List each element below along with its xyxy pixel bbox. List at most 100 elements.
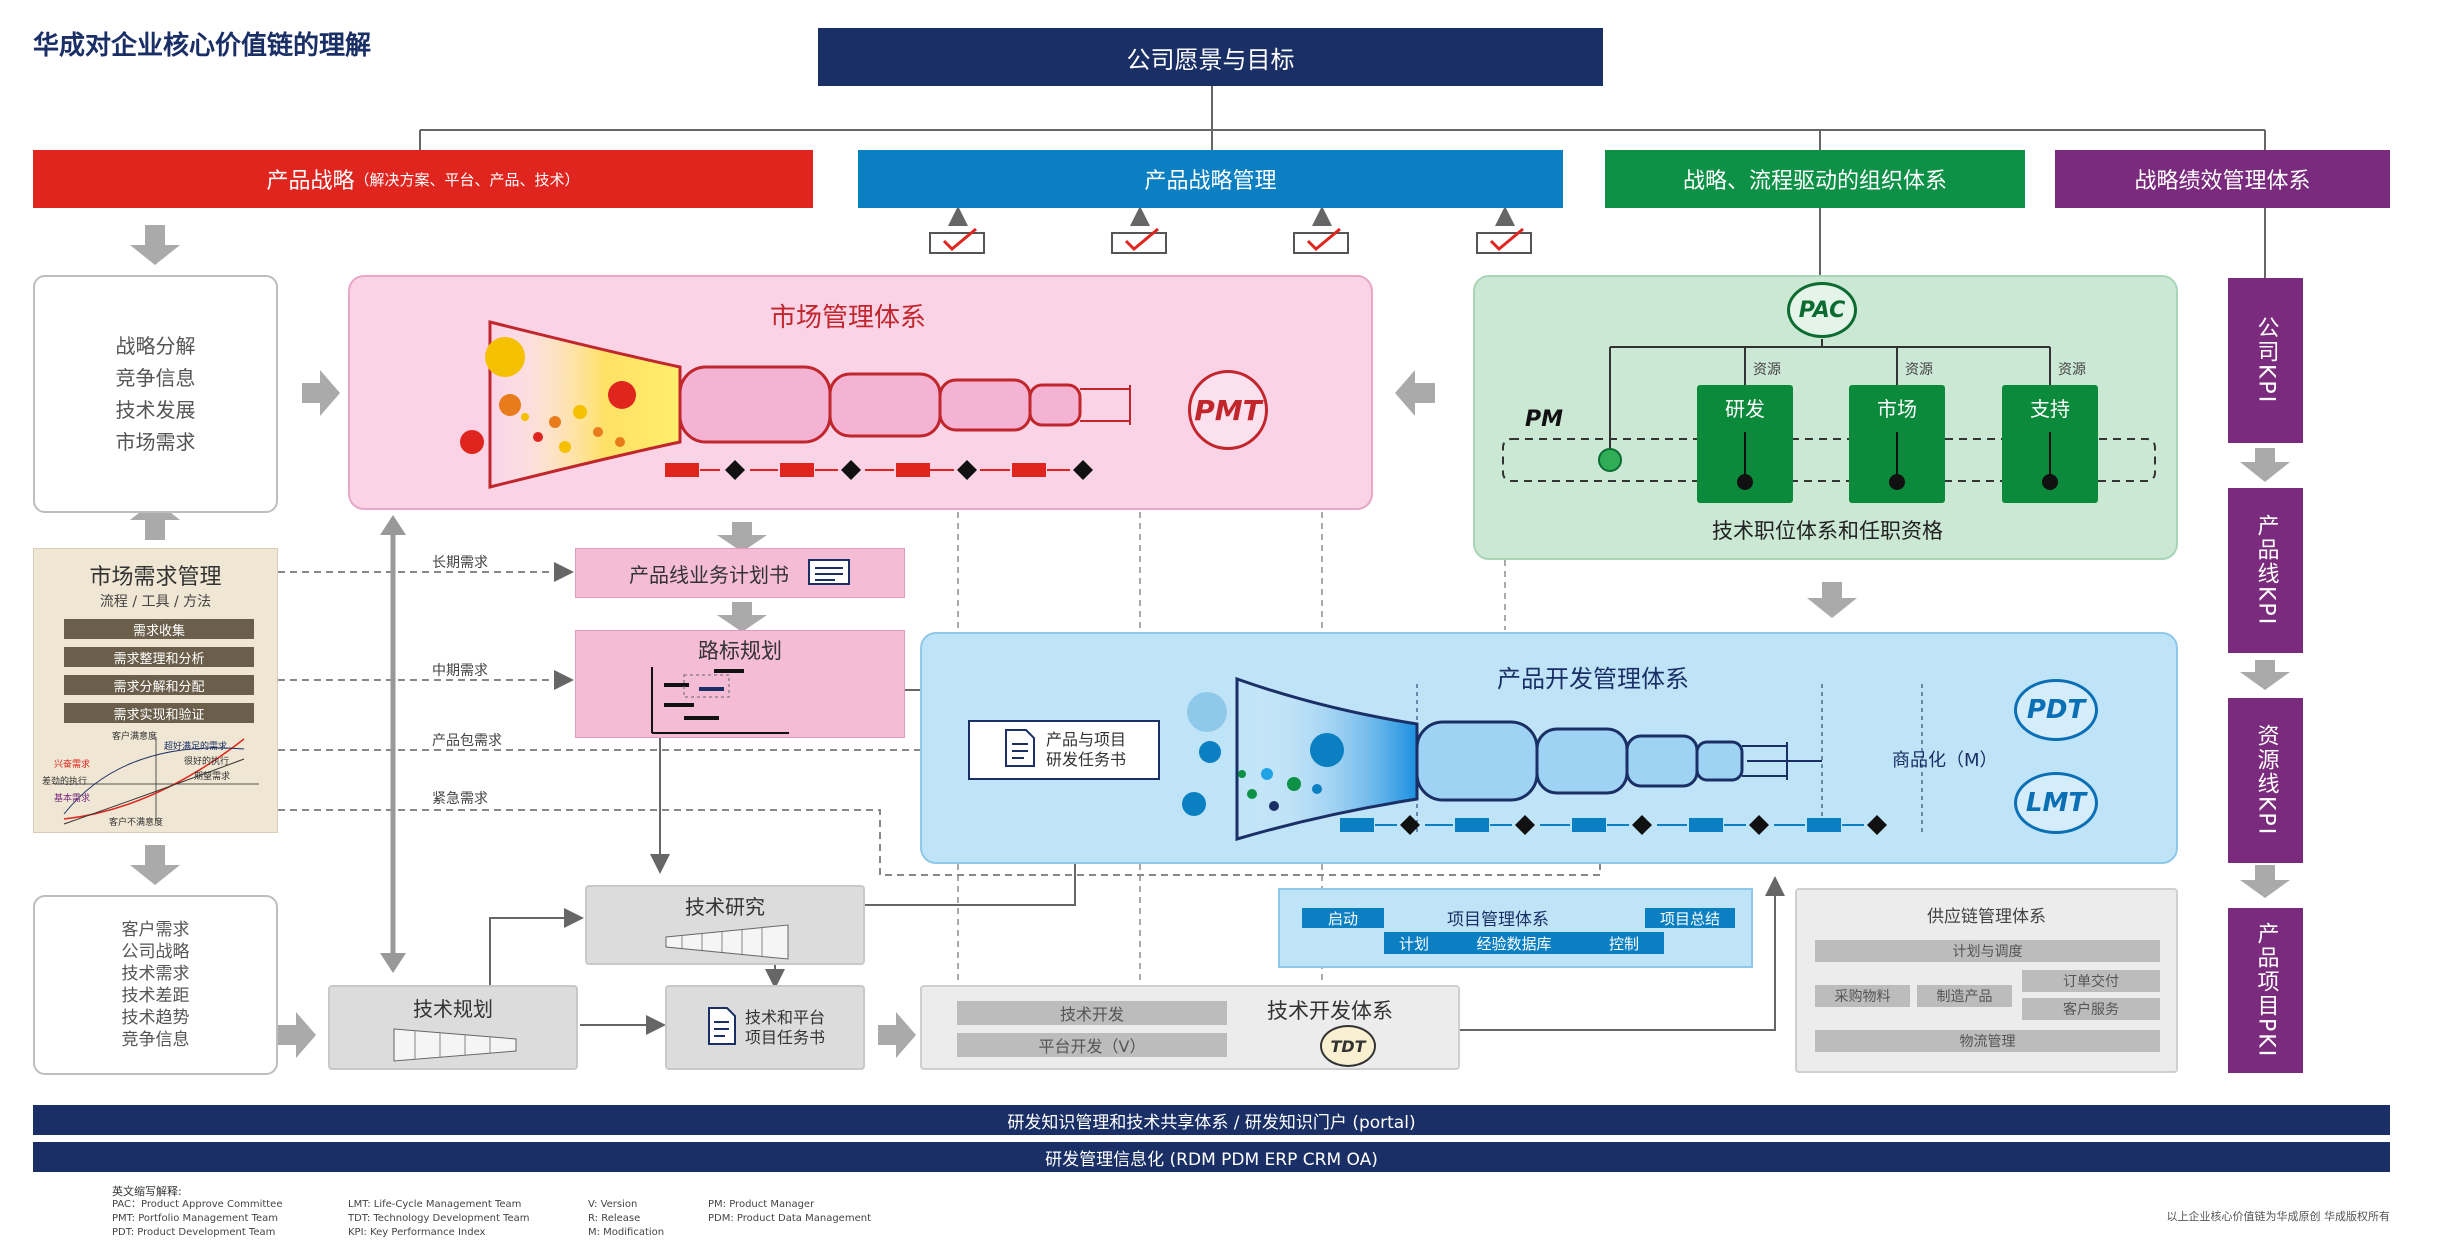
- glossary-heading: 英文缩写解释:: [112, 1185, 182, 1198]
- pac-logo: PAC: [1787, 282, 1857, 338]
- pm-label: PM: [1525, 407, 1564, 432]
- tech-inputs-box: 客户需求 公司战略 技术需求 技术差距 技术趋势 竞争信息: [33, 895, 278, 1075]
- vision-bar: 公司愿景与目标: [818, 28, 1603, 86]
- project-item: 控制: [1584, 932, 1664, 954]
- project-mgmt-title: 项目管理体系: [1447, 910, 1549, 930]
- glossary-col2: LMT: Life-Cycle Management Team TDT: Tec…: [348, 1198, 530, 1240]
- task-book-line: 研发任务书: [1045, 750, 1126, 769]
- list-item: 技术趋势: [121, 1008, 190, 1028]
- tech-research-title: 技术研究: [685, 895, 765, 919]
- product-strategy-bar: 产品战略 （解决方案、平台、产品、技术）: [33, 150, 813, 208]
- glossary-item: PDT: Product Development Team: [112, 1227, 276, 1238]
- kano-label: 客户不满意度: [109, 818, 164, 828]
- resource-label: 资源: [1753, 362, 1781, 378]
- tech-dev-item: 技术开发: [957, 1001, 1227, 1025]
- task-book-box: 产品与项目 研发任务书: [968, 720, 1160, 780]
- kano-label: 很好的执行: [184, 757, 230, 767]
- project-mgmt-panel: 启动 项目管理体系 项目总结 计划 经验数据库 控制: [1278, 888, 1753, 968]
- project-item: 计划: [1384, 932, 1444, 954]
- unit-label: 市场: [1877, 397, 1917, 421]
- glossary-item: M: Modification: [588, 1227, 665, 1238]
- glossary-item: V: Version: [588, 1199, 638, 1210]
- lmt-logo: LMT: [2014, 772, 2098, 834]
- kpi-product-line: 产品线KPI: [2228, 488, 2303, 653]
- pmt-logo: PMT: [1188, 370, 1268, 450]
- strategy-inputs-list: 战略分解 竞争信息 技术发展 市场需求: [116, 330, 196, 458]
- plan-funnel-icon: [393, 1028, 517, 1062]
- market-mgmt-title: 市场管理体系: [770, 303, 927, 333]
- demand-mgmt-subtitle: 流程 / 工具 / 方法: [99, 594, 212, 610]
- product-strategy-label: 产品战略: [266, 169, 355, 194]
- check-icon: [1475, 225, 1535, 259]
- demand-step: 需求整理和分析: [64, 647, 254, 667]
- glossary-col4: PM: Product Manager PDM: Product Data Ma…: [708, 1198, 871, 1226]
- glossary-item: R: Release: [588, 1213, 641, 1224]
- list-item: 技术发展: [115, 398, 196, 422]
- org-footer: 技术职位体系和任职资格: [1712, 519, 1943, 543]
- resource-label: 资源: [2058, 362, 2086, 378]
- kpi-company: 公司KPI: [2228, 278, 2303, 443]
- pin-icon: [1737, 432, 1753, 490]
- list-item: 技术需求: [121, 964, 190, 984]
- project-item: 经验数据库: [1444, 932, 1584, 954]
- it-system-bar: 研发管理信息化 (RDM PDM ERP CRM OA): [33, 1142, 2390, 1172]
- org-tree: [1502, 339, 2156, 482]
- glossary-item: PM: Product Manager: [708, 1199, 815, 1210]
- page-title: 华成对企业核心价值链的理解: [33, 31, 372, 61]
- supply-plan: 计划与调度: [1815, 940, 2160, 962]
- product-dev-title: 产品开发管理体系: [1497, 665, 1689, 693]
- pdt-logo: PDT: [2014, 679, 2098, 741]
- supply-order: 订单交付: [2022, 970, 2160, 992]
- glossary-item: PAC：Product Approve Committee: [112, 1199, 283, 1210]
- tech-plan-box: 技术规划: [328, 985, 578, 1070]
- kano-label: 超好满足的需求: [164, 742, 228, 752]
- tech-research-box: 技术研究: [585, 885, 865, 965]
- market-mgmt-panel: 市场管理体系 PMT: [348, 275, 1373, 510]
- kano-label: 客户满意度: [112, 732, 158, 742]
- glossary-col1: PAC：Product Approve Committee PMT: Portf…: [112, 1198, 283, 1240]
- check-icon: [928, 225, 988, 259]
- unit-market: 市场: [1849, 385, 1945, 503]
- project-start: 启动: [1302, 908, 1384, 928]
- market-funnel: [460, 320, 1131, 489]
- folder-icon: [807, 556, 851, 591]
- kano-label: 兴奋需求: [54, 760, 91, 770]
- check-icon: [1292, 225, 1352, 259]
- tech-inputs-list: 客户需求 公司战略 技术需求 技术差距 技术趋势 竞争信息: [122, 919, 190, 1051]
- demand-label-long: 长期需求: [432, 555, 488, 571]
- tech-dev-item: 平台开发（V）: [957, 1033, 1227, 1057]
- copyright-note: 以上企业核心价值链为华成原创 华成版权所有: [2166, 1210, 2391, 1223]
- demand-label-mid: 中期需求: [432, 663, 488, 679]
- supply-buy: 采购物料: [1815, 985, 1910, 1007]
- list-item: 市场需求: [115, 430, 196, 454]
- demand-mgmt-panel: 市场需求管理 流程 / 工具 / 方法 需求收集 需求整理和分析 需求分解和分配…: [33, 548, 278, 833]
- tech-task-line: 项目任务书: [744, 1027, 825, 1047]
- glossary-item: KPI: Key Performance Index: [348, 1227, 486, 1238]
- knowledge-mgmt-bar: 研发知识管理和技术共享体系 / 研发知识门户 (portal): [33, 1105, 2390, 1135]
- supply-service: 客户服务: [2022, 998, 2160, 1020]
- tech-task-line: 技术和平台: [744, 1007, 825, 1027]
- check-icon: [1110, 225, 1170, 259]
- tech-dev-panel: 技术开发 平台开发（V） 技术开发体系 TDT: [920, 985, 1460, 1070]
- product-strategy-mgmt-bar: 产品战略管理: [858, 150, 1563, 208]
- kano-label: 期望需求: [194, 772, 231, 782]
- plan-book-label: 产品线业务计划书: [629, 562, 789, 587]
- kano-label: 基本需求: [54, 794, 91, 804]
- document-icon: [1002, 728, 1038, 772]
- kpi-resource-line: 资源线KPI: [2228, 698, 2303, 863]
- unit-rd: 研发: [1697, 385, 1793, 503]
- document-icon: [705, 1006, 739, 1050]
- task-book-line: 产品与项目: [1045, 730, 1126, 749]
- research-funnel-icon: [665, 924, 789, 960]
- project-items-bar: 计划 经验数据库 控制: [1384, 932, 1664, 954]
- roadmap-box: 路标规划: [575, 630, 905, 738]
- kano-chart: [54, 737, 259, 825]
- perf-system-bar: 战略绩效管理体系: [2055, 150, 2390, 208]
- demand-step: 需求实现和验证: [64, 703, 254, 723]
- list-item: 战略分解: [115, 334, 196, 358]
- org-system-bar: 战略、流程驱动的组织体系: [1605, 150, 2025, 208]
- tech-task-box: 技术和平台 项目任务书: [665, 985, 865, 1070]
- demand-label-urgent: 紧急需求: [432, 791, 488, 807]
- plan-book-box: 产品线业务计划书: [575, 548, 905, 598]
